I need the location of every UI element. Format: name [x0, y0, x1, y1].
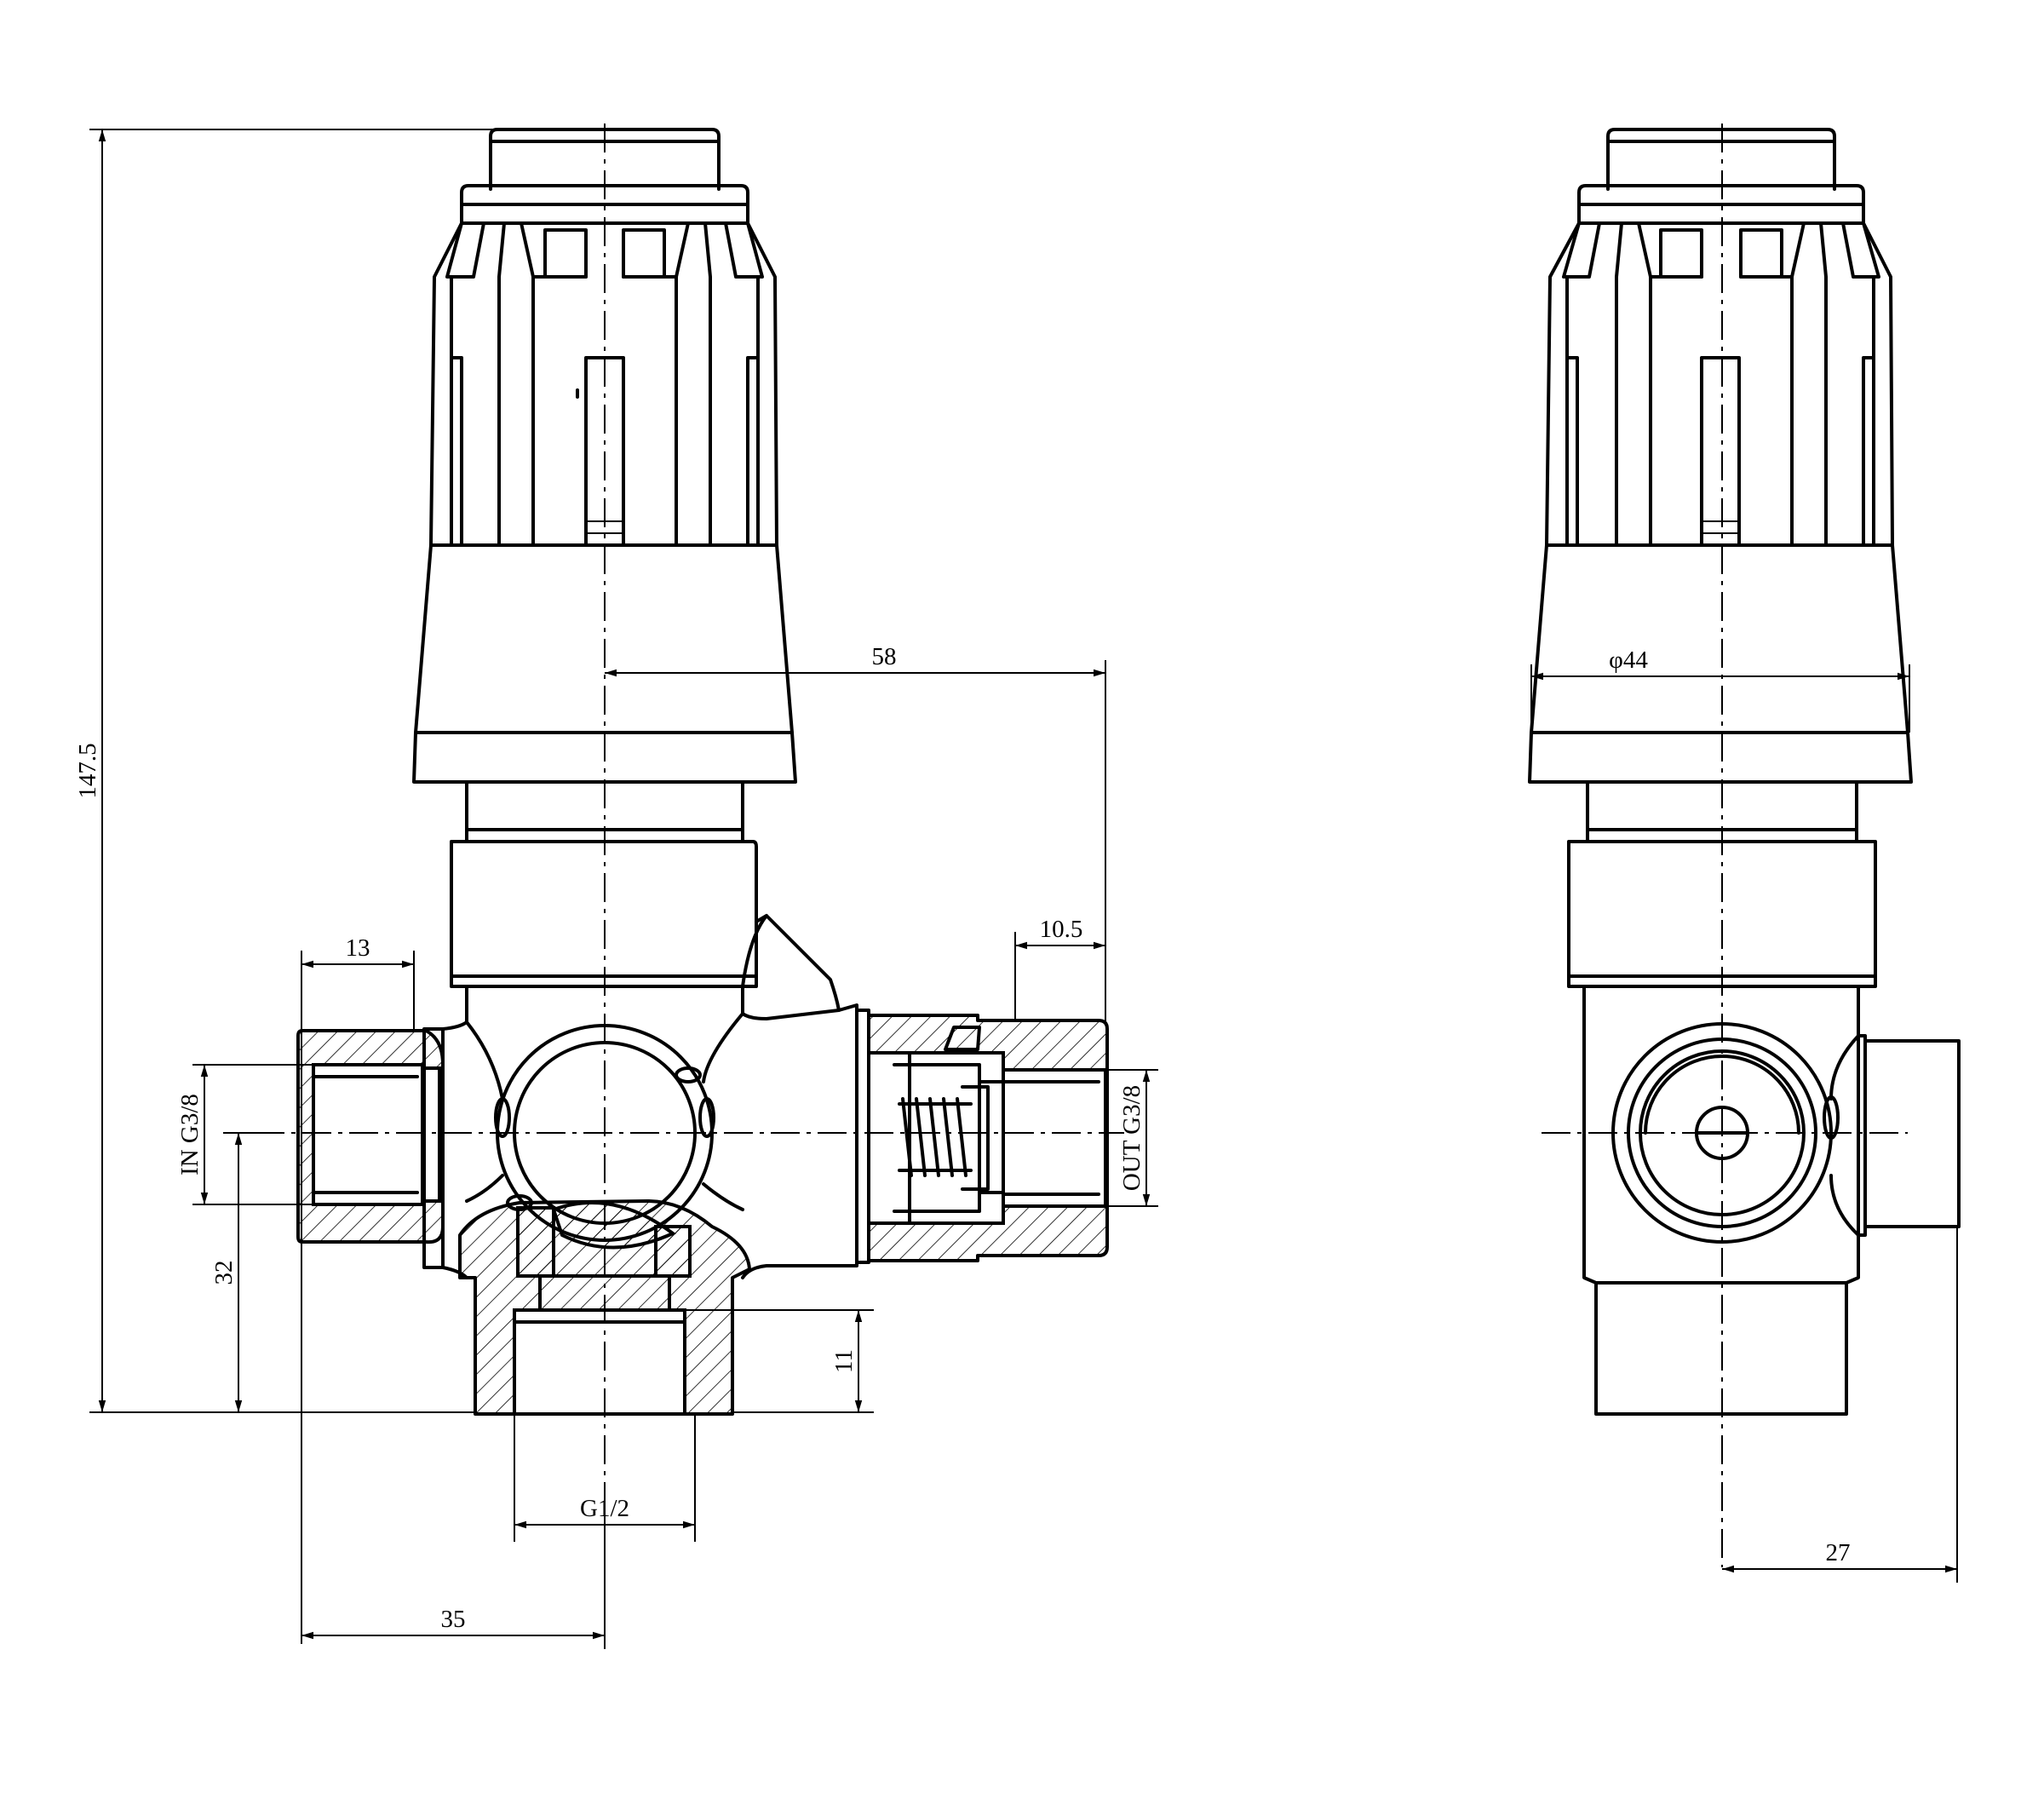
dim-inlet-thread: IN G3/8 — [176, 1064, 313, 1205]
dim-outlet-offset-label: 58 — [872, 643, 897, 670]
dim-inlet-height: 32 — [210, 1132, 256, 1412]
dim-outlet-thread-label: OUT G3/8 — [1118, 1085, 1145, 1191]
dim-outlet-thread: OUT G3/8 — [1099, 1069, 1158, 1207]
dim-side-offset-label: 27 — [1826, 1539, 1851, 1566]
dim-inlet-depth-label: 13 — [346, 934, 370, 962]
dim-bypass-depth: 11 — [685, 1309, 874, 1413]
dim-inlet-depth: 13 — [301, 934, 415, 1644]
bypass-port — [458, 1199, 751, 1416]
dim-overall-height: 147.5 — [74, 129, 502, 1413]
dim-outlet-depth-label: 10.5 — [1040, 916, 1083, 943]
side-knob-grip — [1528, 221, 1913, 784]
dim-bypass-depth-label: 11 — [830, 1349, 858, 1373]
dim-outlet-depth: 10.5 — [1014, 916, 1105, 1022]
dim-inlet-height-label: 32 — [210, 1261, 238, 1285]
dim-knob-diameter: φ44 — [1530, 647, 1910, 733]
dim-inlet-offset: 35 — [301, 1482, 606, 1649]
outlet-check-valve — [855, 1009, 1109, 1264]
dim-inlet-offset-label: 35 — [441, 1606, 466, 1633]
side-body — [1582, 985, 1961, 1416]
dim-inlet-thread-label: IN G3/8 — [176, 1094, 204, 1175]
dim-overall-height-label: 147.5 — [74, 743, 101, 798]
front-view — [256, 124, 1124, 1482]
dim-outlet-offset: 58 — [605, 643, 1106, 1022]
dim-side-offset: 27 — [1722, 1227, 1958, 1583]
side-view — [1528, 124, 1961, 1567]
dimensions: 147.5 58 10.5 OUT G3/8 13 — [74, 129, 1958, 1649]
inlet-port — [296, 1029, 445, 1244]
dim-knob-diameter-label: φ44 — [1609, 647, 1648, 674]
